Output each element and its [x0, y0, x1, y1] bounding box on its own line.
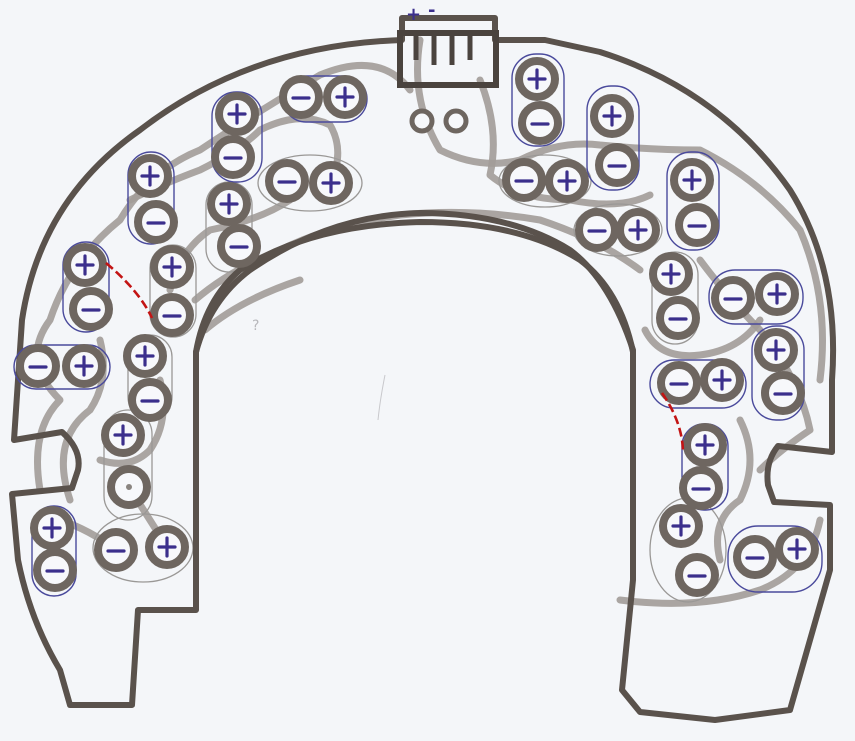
pad-negative	[711, 276, 755, 320]
pad-group-outline	[13, 344, 111, 390]
pad-group-outline	[511, 53, 565, 147]
pad-negative	[733, 535, 777, 579]
pad-positive	[659, 504, 703, 548]
pad-positive	[670, 158, 714, 202]
power-connector: + -	[397, 0, 499, 88]
pad-positive	[30, 506, 74, 550]
pad-negative	[128, 378, 172, 422]
pad-negative	[657, 361, 701, 405]
pad-unmarked	[107, 465, 151, 509]
pad-group-outline	[31, 505, 77, 597]
pad-positive	[683, 423, 727, 467]
pad-positive	[62, 344, 106, 388]
jumper-wires	[105, 262, 685, 453]
pad-negative	[656, 296, 700, 340]
pad-group-outline	[586, 85, 640, 191]
pad-negative	[761, 371, 805, 415]
pad-positive	[323, 75, 367, 119]
pad-group-outline	[127, 151, 175, 245]
pad-positive	[128, 154, 172, 198]
connector-plus-label: +	[406, 4, 421, 25]
pad-negative	[679, 466, 723, 510]
pad-group-outline	[727, 525, 823, 593]
pad-positive	[101, 413, 145, 457]
pad-negative	[575, 208, 619, 252]
mounting-holes	[409, 108, 469, 134]
pad-positive	[755, 272, 799, 316]
pad-negative	[502, 158, 546, 202]
pad-negative	[69, 287, 113, 331]
pad-negative	[211, 135, 255, 179]
connector-minus-label: -	[428, 0, 435, 21]
pad-negative	[33, 548, 77, 592]
pad-positive	[215, 92, 259, 136]
pad-positive	[123, 334, 167, 378]
pad-positive	[545, 159, 589, 203]
pad-positive	[207, 182, 251, 226]
pad-positive	[515, 57, 559, 101]
pad-negative	[279, 75, 323, 119]
stray-annotation: ?	[252, 318, 259, 334]
pad-group-outline	[708, 269, 804, 325]
pad-negative	[265, 159, 309, 203]
pad-positive	[150, 245, 194, 289]
board-outline	[9, 15, 837, 723]
pad-negative	[94, 528, 138, 572]
pad-negative	[675, 203, 719, 247]
mounting-hole	[409, 108, 435, 134]
pad-positive	[309, 161, 353, 205]
pad-group-outline	[666, 151, 720, 251]
pad-negative	[595, 143, 639, 187]
pad-negative	[150, 293, 194, 337]
stray-pencil-mark	[377, 374, 386, 421]
pad-positive	[590, 94, 634, 138]
center-dot-icon	[126, 484, 132, 490]
pad-positive	[145, 525, 189, 569]
pad-positive	[649, 252, 693, 296]
pad-negative	[217, 224, 261, 268]
pad-negative	[518, 101, 562, 145]
pad-positive	[775, 527, 819, 571]
pad-negative	[16, 344, 60, 388]
jumper-left	[105, 262, 154, 319]
pad-positive	[754, 328, 798, 372]
solder-pads	[16, 57, 819, 597]
pad-group-outline	[62, 241, 110, 333]
pad-positive	[700, 358, 744, 402]
pad-positive	[616, 208, 660, 252]
pad-negative	[134, 200, 178, 244]
pad-group-outline	[649, 359, 747, 409]
pad-negative	[675, 553, 719, 597]
pad-group-outline	[751, 325, 805, 421]
mounting-hole	[443, 108, 469, 134]
jumper-right	[660, 392, 685, 453]
pad-positive	[63, 243, 107, 287]
